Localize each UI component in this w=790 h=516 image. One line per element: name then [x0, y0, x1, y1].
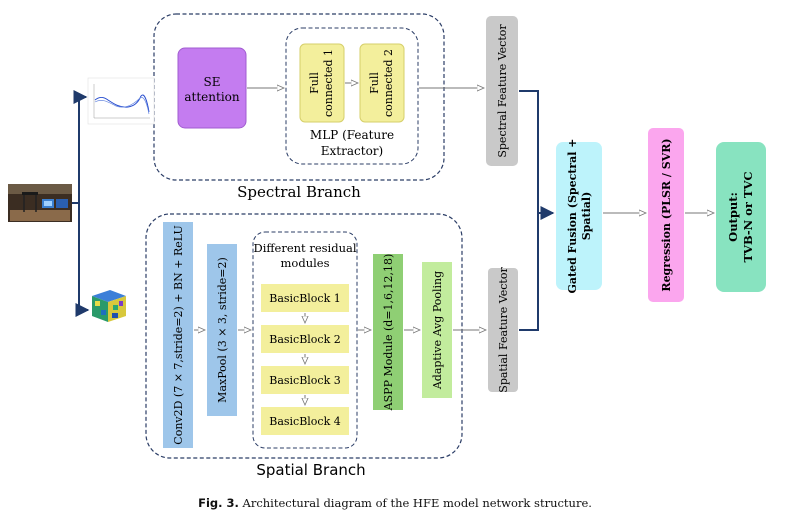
se-attention-block: [177, 47, 247, 129]
basic-block-2: [261, 325, 349, 353]
mlp-caption-1: MLP (Feature: [310, 128, 394, 142]
residual-title-1: Different residual: [253, 241, 356, 255]
full-connected-1-label-1: Full: [308, 72, 321, 94]
spectral-feature-vector-block: [486, 16, 518, 166]
full-connected-2-block: [359, 43, 405, 123]
basic-block-1-label: BasicBlock 1: [269, 292, 341, 305]
spatial-branch-frame: [145, 213, 463, 459]
full-connected-1-label-2: connected 1: [322, 49, 335, 117]
basic-block-3: [261, 366, 349, 394]
gated-fusion-block: [556, 142, 602, 290]
camera-setup-photo-icon: [8, 184, 72, 222]
se-attention-label-1: SE: [204, 75, 221, 89]
full-connected-1-block: [299, 43, 345, 123]
spectral-branch-frame: [153, 13, 445, 181]
spatial-branch-title: Spatial Branch: [256, 461, 365, 479]
maxpool-label: MaxPool (3 × 3, stride=2): [216, 257, 229, 403]
spectral-curve-thumbnail-icon: [87, 77, 155, 125]
connector-input-to-spatial: [75, 203, 90, 317]
basic-block-4-label: BasicBlock 4: [269, 415, 341, 428]
hyperspectral-cube-icon: [92, 290, 126, 322]
se-attention-label-2: attention: [184, 90, 240, 104]
connector-input-to-spectral: [72, 90, 88, 204]
spatial-feature-vector-label: Spatial Feature Vector: [497, 267, 510, 393]
maxpool-block: [207, 244, 237, 416]
regression-block: [648, 128, 684, 302]
basic-block-1: [261, 284, 349, 312]
mlp-caption-2: Extractor): [321, 144, 383, 158]
output-label-1: Output:: [726, 192, 740, 242]
full-connected-2-label-1: Full: [368, 72, 381, 94]
aspp-block: [373, 254, 403, 410]
spectral-feature-vector-label: Spectral Feature Vector: [496, 24, 509, 158]
figure-caption-text: Architectural diagram of the HFE model n…: [242, 496, 592, 510]
aspp-label: ASPP Module (d=1,6,12,18): [382, 254, 395, 412]
basic-block-2-label: BasicBlock 2: [269, 333, 341, 346]
spatial-feature-vector-block: [488, 268, 518, 392]
conv2d-block: [163, 222, 193, 448]
basic-block-4: [261, 407, 349, 435]
basic-block-3-label: BasicBlock 3: [269, 374, 341, 387]
output-block: [716, 142, 766, 292]
residual-modules-frame: [252, 231, 358, 449]
figure-caption-label: Fig. 3.: [198, 496, 239, 510]
figure-caption: Fig. 3. Architectural diagram of the HFE…: [0, 496, 790, 510]
mlp-frame: [285, 27, 419, 165]
output-label-2: TVB-N or TVC: [741, 171, 755, 262]
connector-spatial-to-fusion: [519, 213, 539, 331]
regression-label: Regression (PLSR / SVR): [660, 138, 673, 291]
gated-fusion-label-2: Spatial): [580, 192, 593, 241]
conv2d-label: Conv2D (7 × 7,stride=2) + BN + ReLU: [172, 225, 185, 444]
spectral-branch-title: Spectral Branch: [237, 183, 361, 201]
adaptive-pooling-label: Adaptive Avg Pooling: [431, 271, 444, 390]
connector-spectral-to-fusion: [519, 90, 555, 220]
residual-title-2: modules: [281, 256, 330, 270]
full-connected-2-label-2: connected 2: [382, 49, 395, 117]
gated-fusion-label-1: Gated Fusion (Spectral +: [566, 138, 579, 293]
adaptive-pooling-block: [422, 262, 452, 398]
